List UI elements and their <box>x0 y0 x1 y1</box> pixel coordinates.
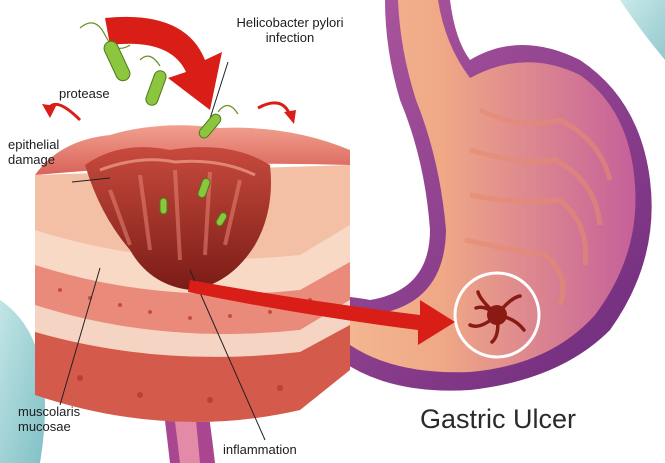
bacterium-2 <box>140 56 168 107</box>
label-epithelial-line2: damage <box>8 152 59 167</box>
label-inflammation: inflammation <box>223 442 297 457</box>
label-protease: protease <box>59 86 110 101</box>
label-h-pylori: Helicobacter pylori infection <box>215 15 365 45</box>
label-muscularis-line2: mucosae <box>18 419 80 434</box>
label-h-pylori-line2: infection <box>215 30 365 45</box>
label-muscularis-mucosae: muscolaris mucosae <box>18 404 80 434</box>
tissue-block <box>35 125 350 422</box>
label-h-pylori-line1: Helicobacter pylori <box>215 15 365 30</box>
label-muscularis-line1: muscolaris <box>18 404 80 419</box>
label-epithelial-line1: epithelial <box>8 137 59 152</box>
diagram-title: Gastric Ulcer <box>420 403 576 435</box>
label-epithelial-damage: epithelial damage <box>8 137 59 167</box>
bacterium-5 <box>160 198 167 214</box>
background-swoosh-right <box>620 0 665 60</box>
